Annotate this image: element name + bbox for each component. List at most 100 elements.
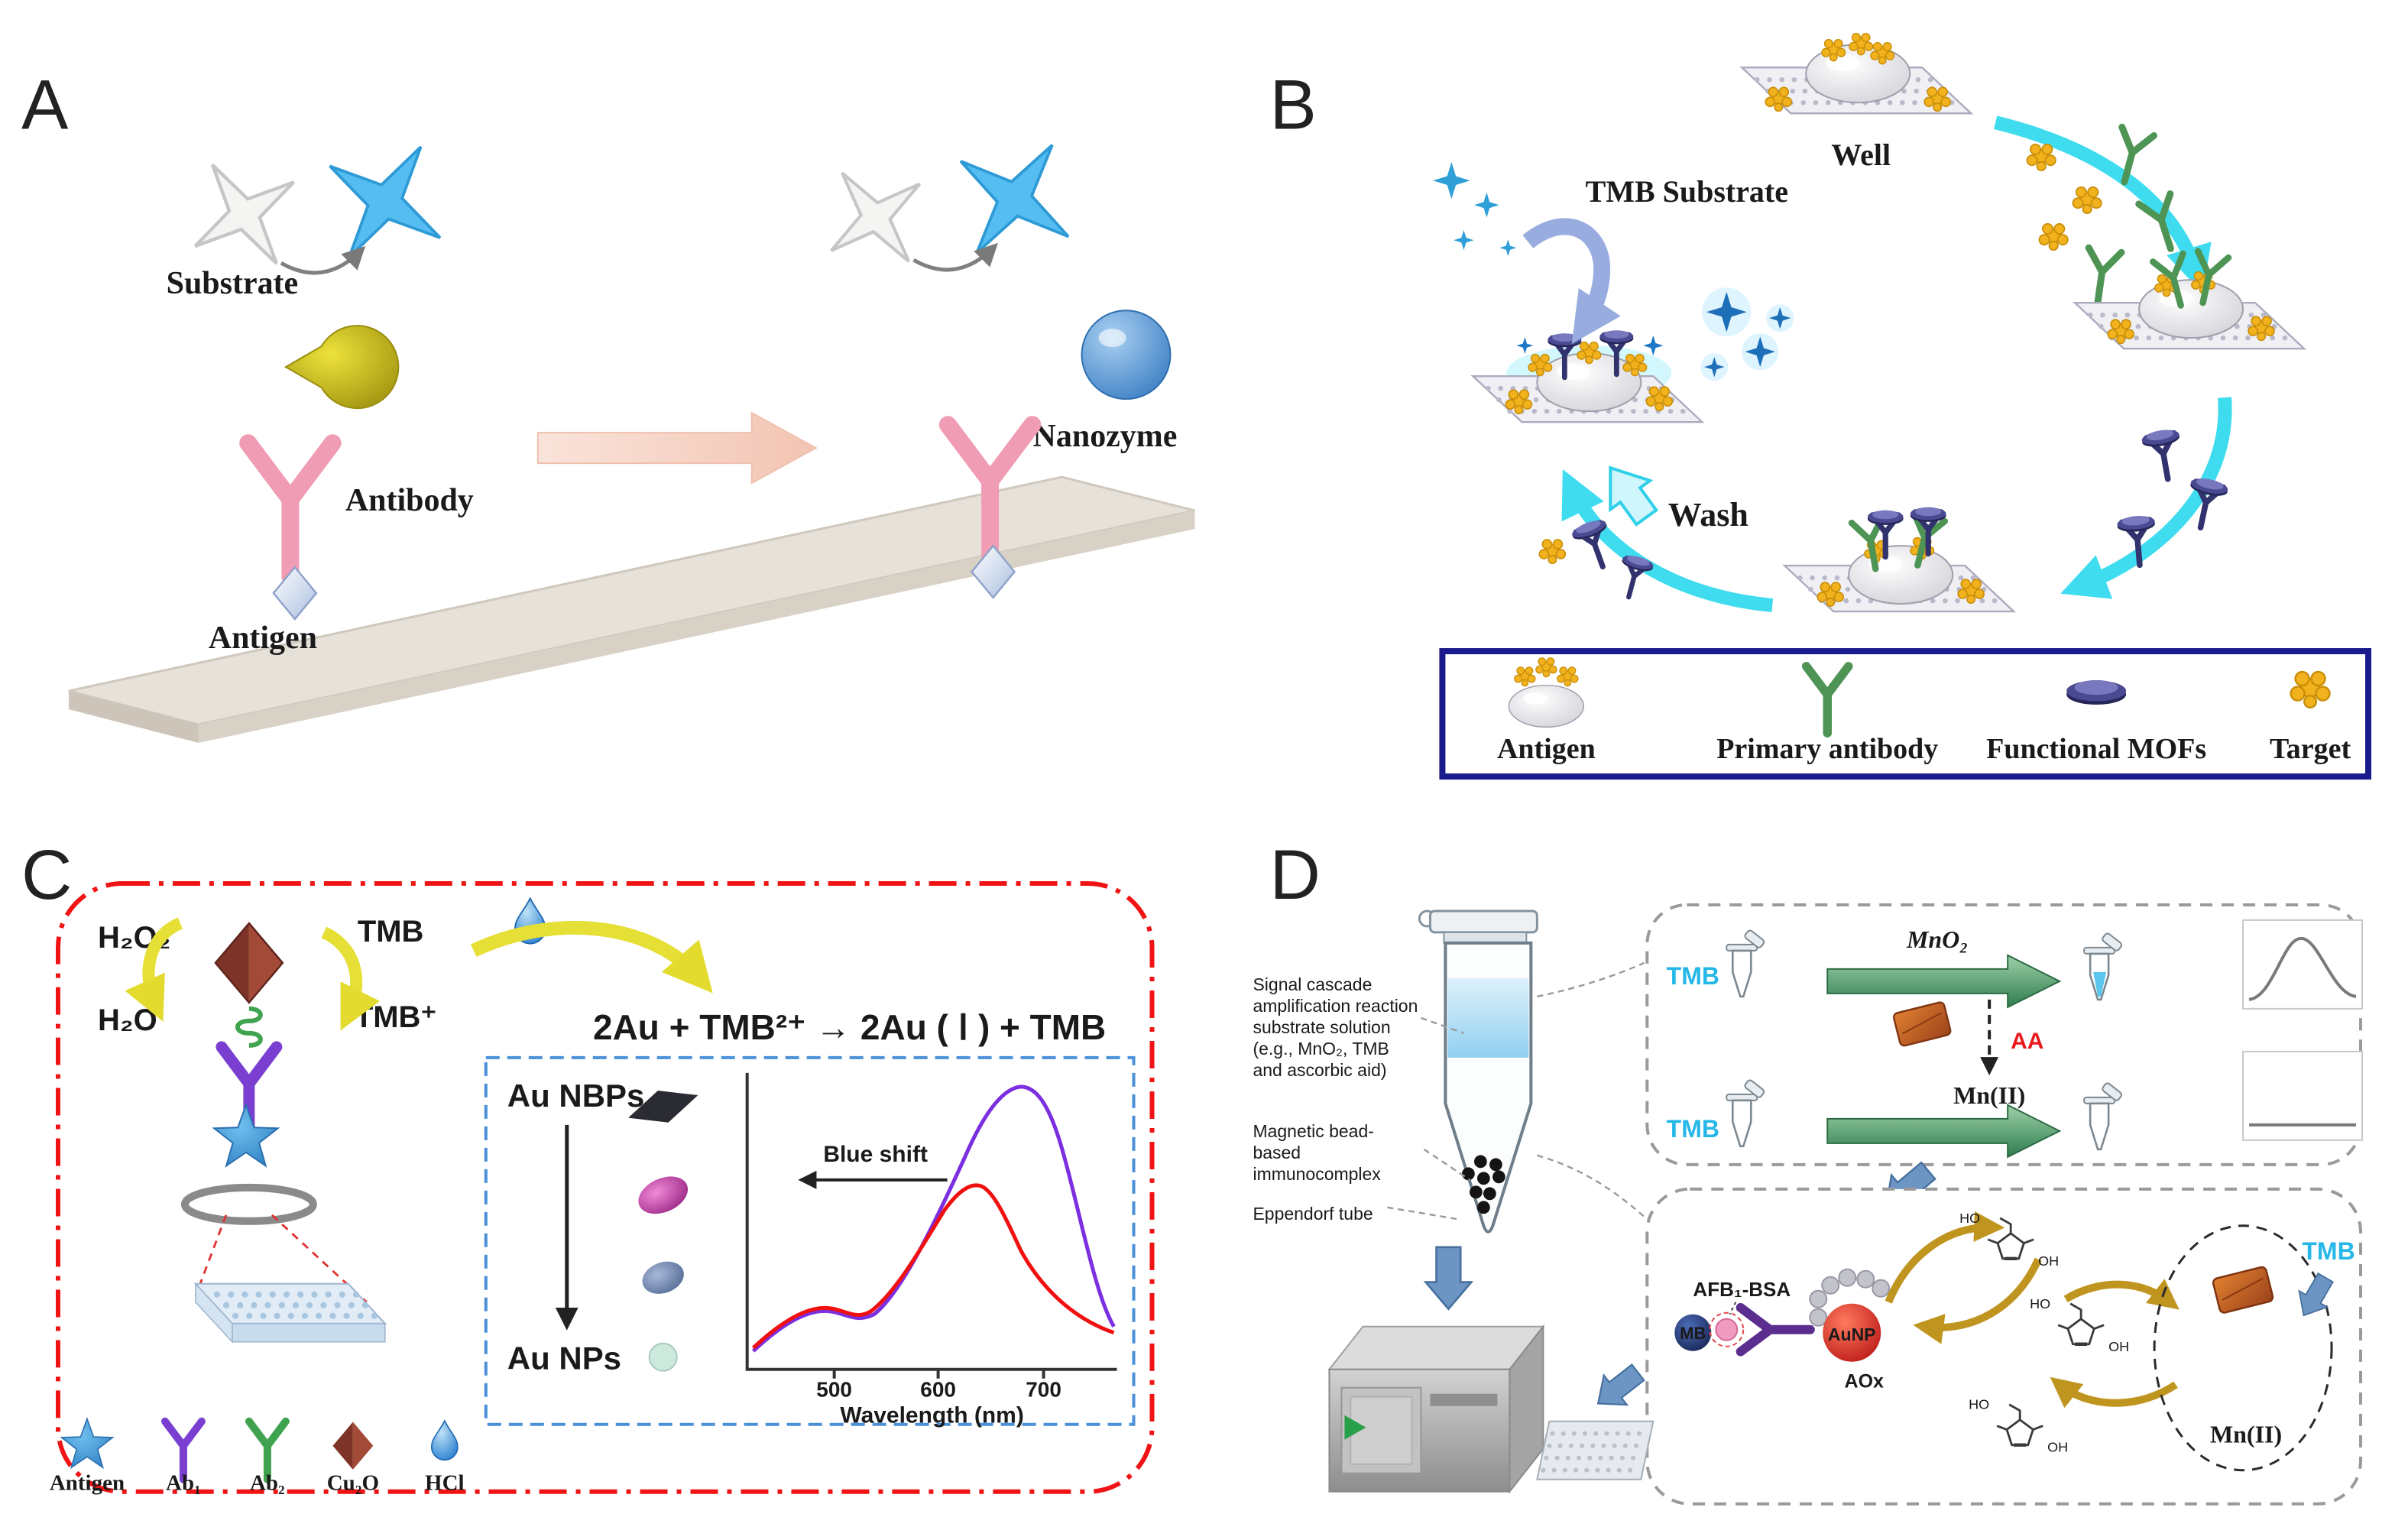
au-np-shape [648,1342,678,1372]
well-plate-bottom [1784,507,2014,611]
tmb-oxidation-arrow [321,926,381,1031]
wash-label: Wash [1668,496,1748,533]
conversion-arrow [912,242,998,272]
spectrum-ticks [832,1369,1045,1379]
oh-label: OH [2047,1440,2068,1455]
linker-coil-icon [235,1006,263,1048]
product-molecule-icon [328,145,442,259]
panel-a-letter: A [21,66,69,144]
assay-slab-left-edge [68,691,199,744]
nanozyme-highlight [1098,329,1126,348]
antigen-diamond-icon [971,544,1016,599]
substrate-molecule-icon [831,173,920,261]
catalytic-cycle-arrows [1885,1211,2180,1409]
eppendorf-annotation: Eppendorf tube [1253,1204,1373,1224]
well-ring-icon [180,1183,317,1225]
etched-particle-shape [642,1261,684,1294]
magnetic-beads [1461,1155,1505,1214]
panel-a: A Substrate Antibody Antigen Nanozyme [21,66,1195,744]
blue-shift-label: Blue shift [823,1142,928,1167]
functional-mof-icon [2141,427,2186,482]
tmb-label-row1: TMB [1667,962,1719,990]
tube-to-reader-arrow [1424,1246,1473,1311]
conversion-arrow [280,245,366,275]
x-axis-label: Wavelength (nm) [840,1403,1023,1428]
legend-cu2o-label: Cu₂O [327,1471,379,1496]
antigen-label: Antigen [209,621,317,656]
microplate-reader-image [1327,1324,1545,1494]
mb-label: MB [1680,1324,1706,1343]
signal-curve-plot [2242,919,2364,1010]
signal-annotation-line3: substrate solution [1253,1017,1390,1037]
tmb-label: TMB [358,915,424,948]
tmb-label-cycle: TMB [2302,1237,2355,1265]
cycle-arrow-top-right [1994,115,2212,293]
projection-line [194,1214,228,1297]
signal-annotation-line5: and ascorbic aid) [1253,1060,1386,1080]
mn2-label-bottom: Mn(II) [2210,1422,2282,1448]
microplate-icon [193,1282,387,1344]
tick-500: 500 [816,1378,852,1402]
legend-mofs-icon [2066,679,2127,705]
tmb-substrate-label: TMB Substrate [1586,174,1788,209]
tmb-plus-label: TMB⁺ [355,1000,437,1034]
au-nps-curve [751,1183,1115,1350]
natural-enzyme-icon [284,325,400,410]
antigen-star-icon [213,1104,279,1167]
box-to-plate-arrow [1585,1357,1651,1419]
tmb-substrate-arrow [1522,218,1621,345]
product-molecule-icon [959,143,1070,254]
spectrum-chart: 500 600 700 Wavelength (nm) Blue shift [745,1072,1117,1428]
cycle-arrow-right-bottom [2060,397,2232,599]
legend-antigen-label: Antigen [50,1471,125,1496]
antigen-diamond-icon [272,566,318,621]
legend-hcl-label: HCl [425,1471,465,1496]
flat-signal-plot [2242,1050,2364,1141]
well-plate-top [1742,32,1971,114]
signal-annotation-line2: amplification reaction [1253,996,1418,1016]
spectra-inset-box [484,1055,1136,1426]
legend-cu2o-icon [332,1422,374,1470]
au-nbps-label: Au NBPs [507,1078,645,1114]
mn2-no-reaction-arrow [1826,1104,2062,1159]
spectrum-axes [745,1072,1117,1371]
tmb-label-row2: TMB [1667,1115,1719,1143]
panel-b: B Well [1269,32,2372,780]
afb1-hapten-icon [1715,1318,1739,1341]
nanozyme-label: Nanozyme [1033,419,1178,454]
ascorbic-acid-structures: HO OH HO OH HO OH [1959,1211,2129,1455]
tube-annotations: Signal cascade amplification reaction su… [1253,974,1418,1224]
legend-ab1-label: Ab₁ [166,1471,201,1496]
blue-product-stars [1700,287,1794,381]
assay-slab-front-edge [198,511,1195,744]
signal-annotation-line4: (e.g., MnO₂, TMB [1253,1039,1389,1059]
afb1-highlight-circle [1709,1311,1745,1347]
ho-label: HO [1959,1211,1980,1226]
oh-label: OH [2108,1339,2129,1354]
legend-primary-antibody-label: Primary antibody [1716,733,1938,765]
cascade-reaction-box [1645,903,2363,1166]
magnetic-annotation-line2: based [1253,1143,1301,1162]
aox-label: AOx [1845,1371,1884,1392]
h2o2-reduction-arrow [125,917,183,1022]
aa-label: AA [2011,1029,2043,1054]
legend-antigen-icon [1508,657,1585,728]
substrate-label: Substrate [167,266,299,301]
mno2-label: MnO₂ [1906,926,1968,953]
eppendorf-tube [1418,909,1538,1234]
legend-antigen-label: Antigen [1497,733,1596,765]
panel-c-letter: C [21,836,72,914]
well-plate-left [1473,330,1702,422]
legend-ab2-label: Ab₂ [250,1471,285,1496]
ho-label: HO [2030,1296,2050,1311]
legend-target-label: Target [2270,733,2351,765]
cu2o-nanoparticle-icon [214,922,284,1004]
leader-lines [1387,961,1645,1221]
mno2-oxidation-arrow [1826,954,2062,1009]
legend-hcl-icon [430,1420,459,1461]
magnetic-annotation-line3: immunocomplex [1253,1164,1381,1184]
aunp-label: AuNP [1828,1324,1876,1344]
au-nps-label: Au NPs [507,1341,621,1376]
tick-700: 700 [1026,1378,1061,1402]
etching-equation: 2Au + TMB²⁺ → 2Au ( Ⅰ ) + TMB [593,1007,1106,1047]
